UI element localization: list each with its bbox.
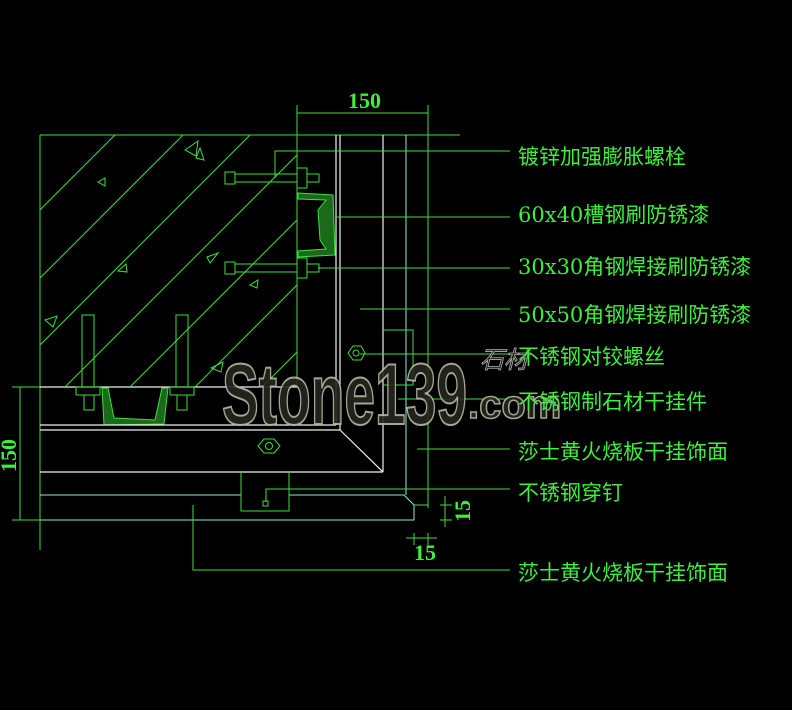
leader-lines — [192, 150, 510, 571]
dimension-offset-horizontal: 15 — [406, 533, 437, 565]
stone-panels — [40, 105, 429, 521]
dimension-left: 150 — [0, 386, 40, 521]
pin-bracket — [240, 472, 290, 512]
label-angle-steel-50: 50x50角钢焊接刷防锈漆 — [518, 303, 751, 327]
expansion-bolt-lower — [224, 257, 320, 279]
concrete-wall — [39, 134, 460, 550]
hex-nut — [257, 345, 366, 454]
watermark-text: Stone139 — [222, 347, 467, 443]
label-through-pin: 不锈钢穿钉 — [518, 481, 623, 505]
watermark: Stone139 .com 石材 — [221, 346, 562, 444]
label-hinge-screw: 不锈钢对铰螺丝 — [518, 345, 665, 369]
dimension-offset-vertical: 15 — [440, 496, 475, 527]
dimension-top-value: 150 — [348, 88, 381, 113]
callout-labels: 镀锌加强膨胀螺栓 60x40槽钢刷防锈漆 30x30角钢焊接刷防锈漆 50x50… — [518, 145, 751, 585]
dimension-offset-vertical-value: 15 — [450, 500, 475, 522]
dimension-top: 150 — [296, 88, 428, 135]
channel-steel-60x40 — [297, 192, 336, 258]
label-stone-hanger: 不锈钢制石材干挂件 — [518, 390, 707, 414]
concrete-hatch — [40, 135, 297, 387]
label-stone-facing-1: 莎士黄火烧板干挂饰面 — [518, 440, 728, 464]
watermark-suffix: .com — [468, 383, 561, 427]
label-stone-facing-2: 莎士黄火烧板干挂饰面 — [518, 561, 728, 585]
label-angle-steel-30: 30x30角钢焊接刷防锈漆 — [518, 255, 751, 279]
expansion-bolt-upper — [224, 167, 320, 189]
label-channel-steel: 60x40槽钢刷防锈漆 — [518, 203, 709, 227]
anchor-bolts-bottom — [75, 314, 195, 411]
watermark-chinese: 石材 — [480, 346, 531, 374]
dimension-offset-horizontal-value: 15 — [414, 540, 436, 565]
label-galvanized-expansion-bolt: 镀锌加强膨胀螺栓 — [518, 145, 686, 169]
angle-steel-bottom — [101, 387, 169, 426]
dimension-left-value: 150 — [0, 439, 21, 472]
